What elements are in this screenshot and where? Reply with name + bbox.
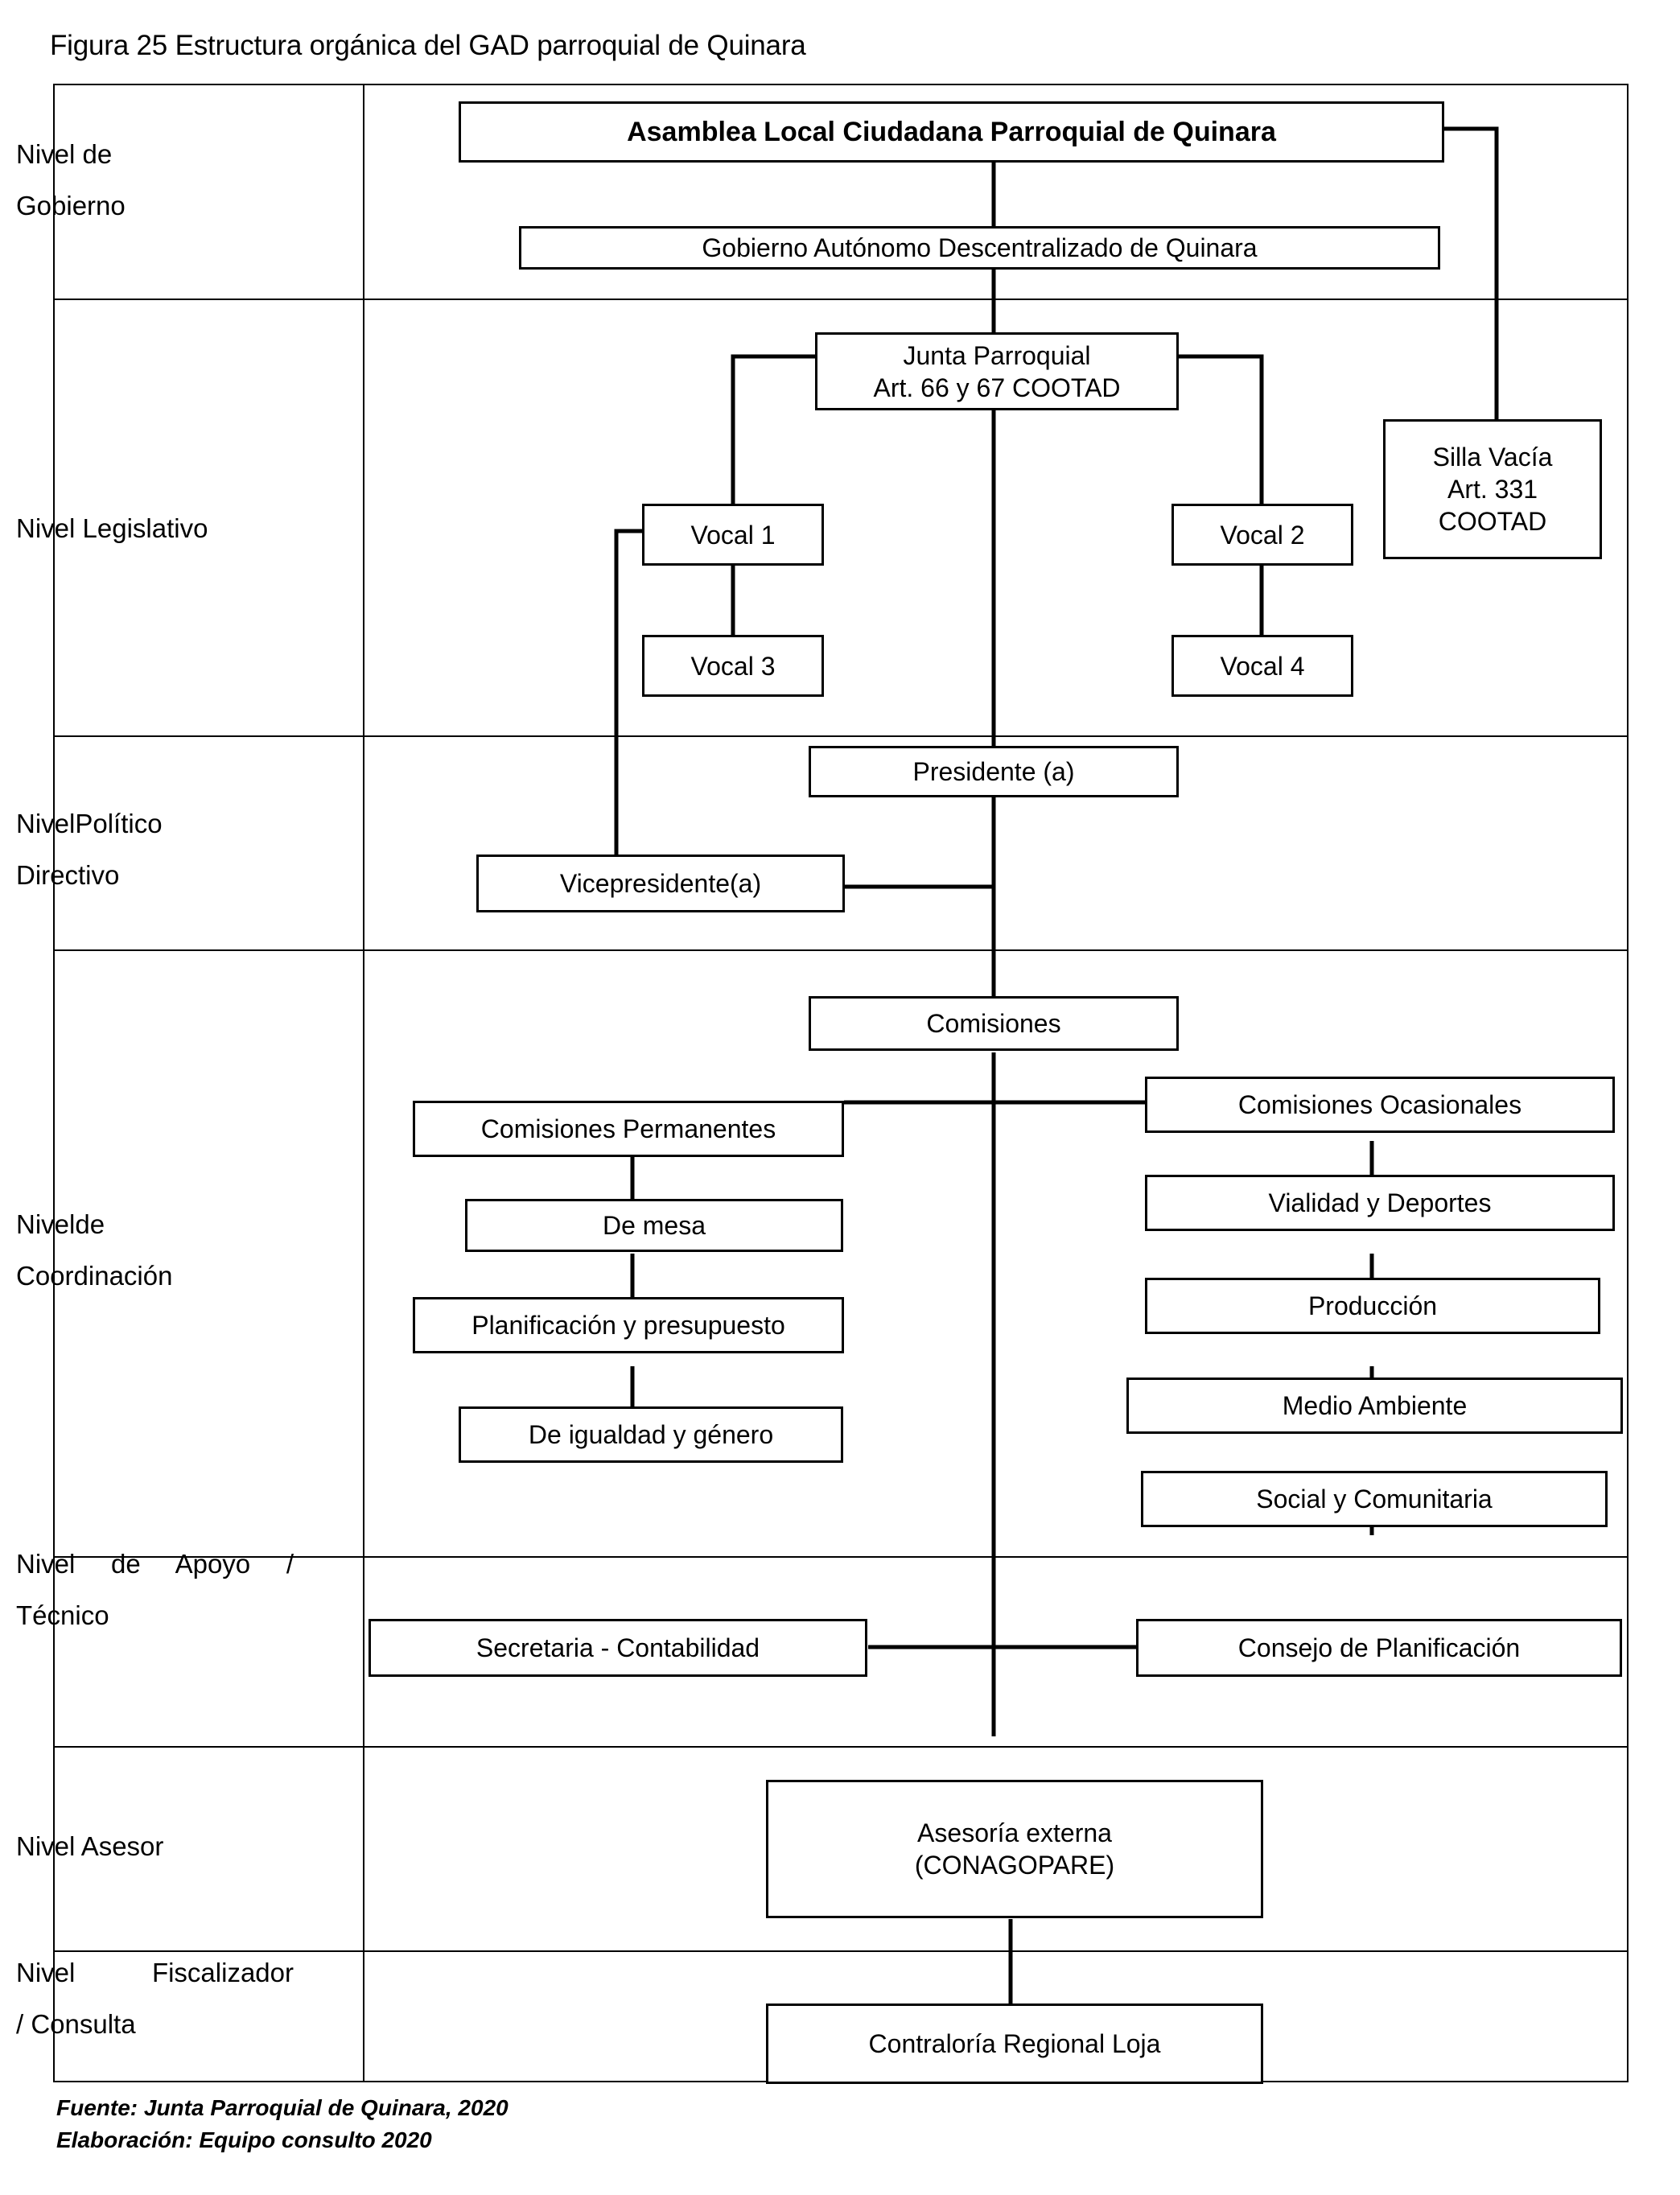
node-presidente[interactable]: Presidente (a): [809, 746, 1179, 797]
node-silla-vacia-line2: Art. 331: [1447, 475, 1538, 504]
table-column-divider: [363, 85, 364, 2081]
node-junta-parroquial-line2: Art. 66 y 67 COOTAD: [873, 373, 1121, 402]
node-contraloria-regional-loja[interactable]: Contraloría Regional Loja: [766, 2004, 1263, 2084]
level-gobierno-line1: Nivel de: [16, 139, 113, 169]
node-vocal-4[interactable]: Vocal 4: [1171, 635, 1353, 697]
node-silla-vacia-line1: Silla Vacía: [1432, 443, 1553, 472]
level-label-politico-directivo: NivelPolítico Directivo: [16, 798, 294, 901]
level-gobierno-line2: Gobierno: [16, 191, 126, 220]
figure-source-footer: Fuente: Junta Parroquial de Quinara, 202…: [56, 2092, 509, 2156]
level-label-apoyo-tecnico: Nivel de Apoyo / Técnico: [16, 1538, 294, 1641]
node-medio-ambiente[interactable]: Medio Ambiente: [1126, 1378, 1623, 1434]
footer-elaboracion: Elaboración: Equipo consulto 2020: [56, 2127, 432, 2152]
level-label-coordinacion: Nivelde Coordinación: [16, 1199, 294, 1302]
level-politico-line1: NivelPolítico: [16, 809, 163, 838]
node-asesoria-externa[interactable]: Asesoría externa (CONAGOPARE): [766, 1780, 1263, 1918]
level-legislativo-line1: Nivel Legislativo: [16, 513, 208, 543]
node-asesoria-externa-line2: (CONAGOPARE): [914, 1851, 1115, 1880]
level-apoyo-line2: Técnico: [16, 1600, 109, 1630]
level-coordinacion-line1: Nivelde: [16, 1209, 105, 1239]
row-divider-gobierno: [55, 299, 1627, 300]
node-produccion[interactable]: Producción: [1145, 1278, 1600, 1334]
node-comisiones-permanentes[interactable]: Comisiones Permanentes: [413, 1101, 844, 1157]
level-coordinacion-line2: Coordinación: [16, 1261, 173, 1291]
level-fiscalizador-line1: Nivel Fiscalizador: [16, 1958, 294, 1987]
row-divider-politico: [55, 949, 1627, 951]
level-label-gobierno: Nivel de Gobierno: [16, 129, 294, 232]
node-planificacion-presupuesto[interactable]: Planificación y presupuesto: [413, 1297, 844, 1353]
node-silla-vacia-line3: COOTAD: [1438, 507, 1547, 536]
level-politico-line2: Directivo: [16, 860, 120, 890]
node-vialidad-deportes[interactable]: Vialidad y Deportes: [1145, 1175, 1615, 1231]
node-vocal-2[interactable]: Vocal 2: [1171, 504, 1353, 566]
row-divider-apoyo: [55, 1746, 1627, 1748]
node-vicepresidente[interactable]: Vicepresidente(a): [476, 855, 845, 912]
node-secretaria-contabilidad[interactable]: Secretaria - Contabilidad: [369, 1619, 867, 1677]
node-junta-parroquial-line1: Junta Parroquial: [903, 340, 1091, 370]
footer-fuente: Fuente: Junta Parroquial de Quinara, 202…: [56, 2095, 509, 2120]
node-asamblea-local-ciudadana[interactable]: Asamblea Local Ciudadana Parroquial de Q…: [459, 101, 1444, 163]
row-divider-asesor: [55, 1950, 1627, 1952]
level-label-fiscalizador: Nivel Fiscalizador / Consulta: [16, 1947, 294, 2050]
row-divider-coordinacion: [55, 1556, 1627, 1558]
level-apoyo-line1: Nivel de Apoyo /: [16, 1549, 294, 1579]
level-fiscalizador-line2: / Consulta: [16, 2009, 136, 2039]
level-label-asesor: Nivel Asesor: [16, 1821, 294, 1872]
level-asesor-line1: Nivel Asesor: [16, 1831, 164, 1861]
node-gobierno-autonomo-descentralizado[interactable]: Gobierno Autónomo Descentralizado de Qui…: [519, 226, 1440, 270]
figure-caption: Figura 25 Estructura orgánica del GAD pa…: [50, 30, 806, 61]
row-divider-legislativo: [55, 735, 1627, 737]
node-vocal-3[interactable]: Vocal 3: [642, 635, 824, 697]
node-vocal-1[interactable]: Vocal 1: [642, 504, 824, 566]
node-comisiones-ocasionales[interactable]: Comisiones Ocasionales: [1145, 1077, 1615, 1133]
node-asesoria-externa-line1: Asesoría externa: [917, 1818, 1112, 1847]
node-comisiones[interactable]: Comisiones: [809, 996, 1179, 1051]
node-junta-parroquial[interactable]: Junta Parroquial Art. 66 y 67 COOTAD: [815, 332, 1179, 410]
node-consejo-planificacion[interactable]: Consejo de Planificación: [1136, 1619, 1622, 1677]
node-de-mesa[interactable]: De mesa: [465, 1199, 843, 1252]
node-social-comunitaria[interactable]: Social y Comunitaria: [1141, 1471, 1608, 1527]
node-silla-vacia[interactable]: Silla Vacía Art. 331 COOTAD: [1383, 419, 1602, 559]
level-label-legislativo: Nivel Legislativo: [16, 503, 294, 554]
node-igualdad-genero[interactable]: De igualdad y género: [459, 1406, 843, 1463]
